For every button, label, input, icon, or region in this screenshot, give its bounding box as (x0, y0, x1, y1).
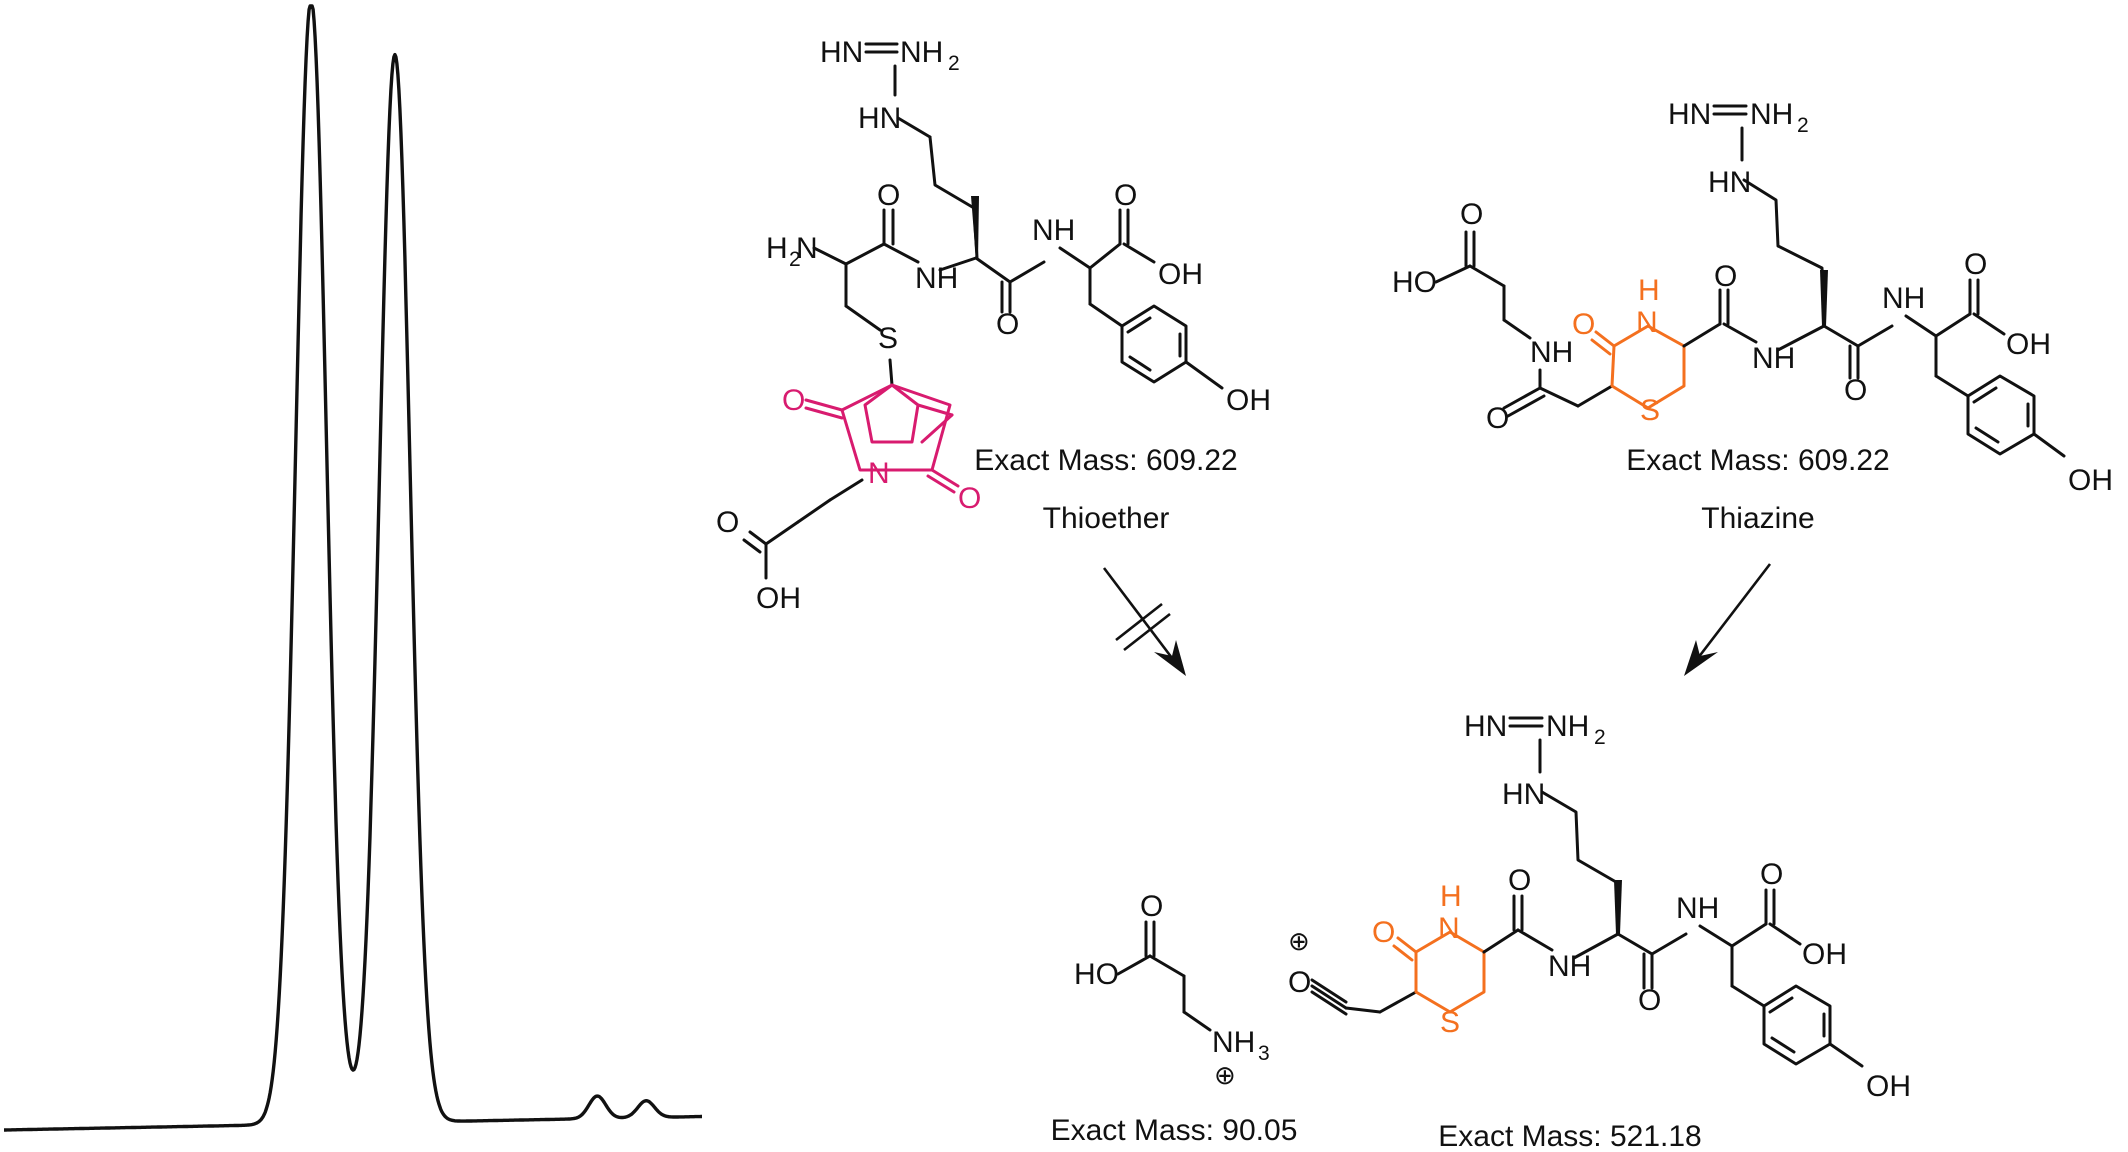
atom-label: S (1440, 1006, 1460, 1039)
atom-label: HN (1708, 166, 1751, 199)
atom-label: O (716, 506, 739, 539)
atom-label: H (1440, 880, 1462, 913)
atom-label: N (1438, 912, 1460, 945)
atom-label: NH (1530, 336, 1573, 369)
beta-alanine-mass: Exact Mass: 90.05 (1051, 1114, 1298, 1147)
charge-label: ⊕ (1288, 926, 1310, 956)
svg-text:2: 2 (1797, 114, 1809, 137)
atom-label: O (1714, 260, 1737, 293)
atom-label: O (1460, 198, 1483, 231)
atom-label: O (782, 384, 805, 417)
atom-label: NH (1546, 710, 1589, 743)
atom-label: O (996, 308, 1019, 341)
beta-alanine-structure: HO O NH 3 ⊕ Exact Mass: 90.05 (1051, 890, 1298, 1147)
atom-label: OH (1226, 384, 1271, 417)
atom-label: OH (756, 582, 801, 615)
atom-label: OH (2006, 328, 2051, 361)
thiazine-structure: HN NH 2 HN HO O NH O O H N S O (1392, 98, 2113, 535)
thiazine-name: Thiazine (1701, 502, 1814, 535)
chromatogram-trace (3, 4, 703, 1132)
atom-label: S (878, 322, 898, 355)
charge-label: ⊕ (1214, 1060, 1236, 1090)
atom-label: O (1508, 864, 1531, 897)
thioether-structure: HN NH 2 HN H N 2 O NH O NH O OH (716, 36, 1271, 615)
thiazine-mass: Exact Mass: 609.22 (1626, 444, 1889, 477)
atom-label: NH (900, 36, 943, 69)
atom-label: NH (1032, 214, 1075, 247)
atom-label: O (1638, 984, 1661, 1017)
svg-text:2: 2 (948, 52, 960, 75)
acylium-product-mass: Exact Mass: 521.18 (1438, 1120, 1701, 1152)
svg-text:2: 2 (1594, 726, 1606, 749)
atom-label: O (1140, 890, 1163, 923)
atom-label: OH (2068, 464, 2113, 497)
atom-label: NH (1212, 1026, 1255, 1059)
atom-label: O (958, 482, 981, 515)
acylium-product-structure: HN NH 2 HN ⊕ O O H N S O NH O (1288, 710, 1911, 1152)
atom-label: O (1760, 858, 1783, 891)
svg-text:2: 2 (789, 248, 801, 271)
atom-label: NH (1752, 342, 1795, 375)
atom-label: O (1288, 966, 1311, 999)
atom-label: O (1486, 402, 1509, 435)
atom-label: H (1638, 274, 1660, 307)
atom-label: HN (1464, 710, 1507, 743)
forward-arrow (1696, 563, 1772, 659)
thioether-mass: Exact Mass: 609.22 (974, 444, 1237, 477)
atom-label: NH (1750, 98, 1793, 131)
cross-mark (1123, 612, 1171, 652)
blocked-arrow (1102, 567, 1174, 659)
svg-text:3: 3 (1258, 1042, 1270, 1065)
atom-label: HO (1074, 958, 1119, 991)
atom-label: N (868, 457, 890, 490)
atom-label: O (1114, 179, 1137, 212)
atom-label: O (1372, 916, 1395, 949)
atom-label: HN (1668, 98, 1711, 131)
chromatogram (3, 4, 703, 1132)
atom-label: O (1964, 248, 1987, 281)
atom-label: O (1572, 308, 1595, 341)
atom-label: N (1636, 306, 1658, 339)
thioether-name: Thioether (1043, 502, 1170, 535)
atom-label: NH (1548, 950, 1591, 983)
atom-label: OH (1158, 258, 1203, 291)
atom-label: O (877, 179, 900, 212)
atom-label: NH (1676, 892, 1719, 925)
atom-label: HN (820, 36, 863, 69)
atom-label: O (1844, 374, 1867, 407)
atom-label: HO (1392, 266, 1437, 299)
atom-label: OH (1802, 938, 1847, 971)
atom-label: NH (1882, 282, 1925, 315)
cross-mark (1115, 602, 1163, 642)
atom-label: HN (1502, 778, 1545, 811)
atom-label: H N (766, 232, 818, 265)
atom-label: OH (1866, 1070, 1911, 1103)
atom-label: S (1640, 394, 1660, 427)
reaction-arrows (1102, 563, 1772, 676)
atom-label: HN (858, 102, 901, 135)
